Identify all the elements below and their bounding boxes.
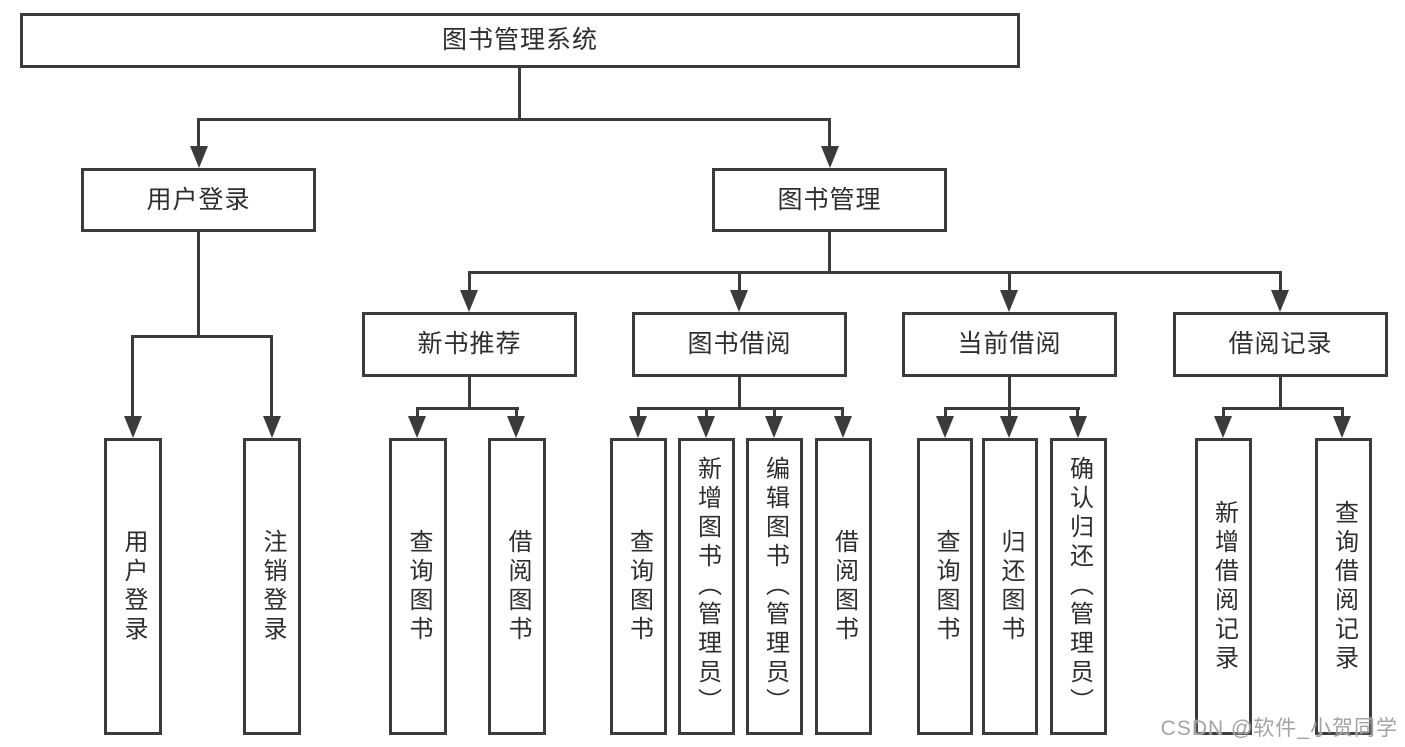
arrowhead-new-book <box>460 290 478 312</box>
arrowhead-user-login <box>190 146 208 168</box>
connector-bar-new-book <box>416 407 519 410</box>
connector-bar-book-management <box>468 271 1281 274</box>
connector-drop-cb-query <box>944 407 947 418</box>
arrowhead-cb-confirm <box>1069 416 1087 438</box>
connector-drop-bb-borrow <box>841 407 844 418</box>
arrowhead-bb-add <box>697 416 715 438</box>
arrowhead-book-management <box>821 146 839 168</box>
connector-stem-book-management <box>828 232 831 273</box>
connector-drop-nb-borrow <box>515 407 518 418</box>
connector-drop-br-query <box>1341 407 1344 418</box>
connector-bar-borrow-records <box>1222 407 1344 410</box>
connector-bar-current-borrow <box>944 407 1080 410</box>
arrowhead-cb-return <box>1000 416 1018 438</box>
arrowhead-current-borrow <box>1000 290 1018 312</box>
connector-stem-book-borrow <box>738 377 741 409</box>
arrowhead-bb-edit <box>765 416 783 438</box>
arrowhead-login-leaf <box>124 416 142 438</box>
connector-bar-user-login <box>131 335 273 338</box>
connector-drop-bb-query <box>637 407 640 418</box>
node-borrowing-records: 借阅记录 <box>1173 312 1388 377</box>
arrowhead-nb-borrow <box>507 416 525 438</box>
connector-stem-new-book <box>468 377 471 409</box>
arrowhead-logout-leaf <box>263 416 281 438</box>
node-nb-borrow-books: 借阅图书 <box>488 438 546 735</box>
node-new-book-recommendation: 新书推荐 <box>362 312 577 377</box>
connector-drop-cb-return <box>1008 407 1011 418</box>
arrowhead-book-borrow <box>730 290 748 312</box>
arrowhead-bb-borrow <box>834 416 852 438</box>
arrowhead-br-add <box>1214 416 1232 438</box>
node-bb-borrow-books: 借阅图书 <box>815 438 872 735</box>
arrowhead-cb-query <box>936 416 954 438</box>
node-cb-return-books: 归还图书 <box>982 438 1038 735</box>
connector-drop-new-book <box>468 271 471 293</box>
connector-drop-nb-query <box>416 407 419 418</box>
node-user-login: 用户登录 <box>81 168 316 232</box>
node-cb-query-books: 查询图书 <box>917 438 973 735</box>
arrowhead-borrow-records <box>1271 290 1289 312</box>
connector-stem-current-borrow <box>1008 377 1011 409</box>
connector-drop-user-login <box>197 118 200 148</box>
node-library-management-system: 图书管理系统 <box>20 13 1020 68</box>
connector-drop-current-borrow <box>1008 271 1011 293</box>
node-current-borrowing: 当前借阅 <box>902 312 1117 377</box>
node-br-add-record: 新增借阅记录 <box>1195 438 1252 735</box>
connector-bar-root <box>197 118 831 121</box>
node-br-query-record: 查询借阅记录 <box>1315 438 1372 735</box>
connector-stem-root <box>518 68 521 121</box>
connector-drop-bb-edit <box>773 407 776 418</box>
node-bb-query-books: 查询图书 <box>610 438 667 735</box>
connector-drop-book-borrow <box>738 271 741 293</box>
connector-drop-borrow-records <box>1279 271 1282 293</box>
node-user-login-leaf: 用户登录 <box>104 438 162 735</box>
connector-drop-cb-confirm <box>1076 407 1079 418</box>
connector-stem-user-login <box>197 232 200 338</box>
node-book-management: 图书管理 <box>712 168 947 232</box>
arrowhead-bb-query <box>629 416 647 438</box>
node-nb-query-books: 查询图书 <box>389 438 447 735</box>
watermark-text: CSDN @软件_小贺同学 <box>1160 717 1398 740</box>
connector-stem-borrow-records <box>1279 377 1282 409</box>
connector-drop-login-leaf <box>131 335 134 418</box>
connector-drop-logout-leaf <box>270 335 273 418</box>
arrowhead-br-query <box>1333 416 1351 438</box>
connector-drop-book-management <box>828 118 831 148</box>
node-bb-edit-book-admin: 编辑图书（管理员） <box>746 438 803 735</box>
connector-drop-bb-add <box>705 407 708 418</box>
connector-drop-br-add <box>1222 407 1225 418</box>
node-book-borrowing: 图书借阅 <box>632 312 847 377</box>
node-logout-leaf: 注销登录 <box>243 438 301 735</box>
connector-bar-book-borrow <box>637 407 844 410</box>
node-bb-add-book-admin: 新增图书（管理员） <box>678 438 735 735</box>
arrowhead-nb-query <box>408 416 426 438</box>
node-cb-confirm-return-admin: 确认归还（管理员） <box>1050 438 1107 735</box>
